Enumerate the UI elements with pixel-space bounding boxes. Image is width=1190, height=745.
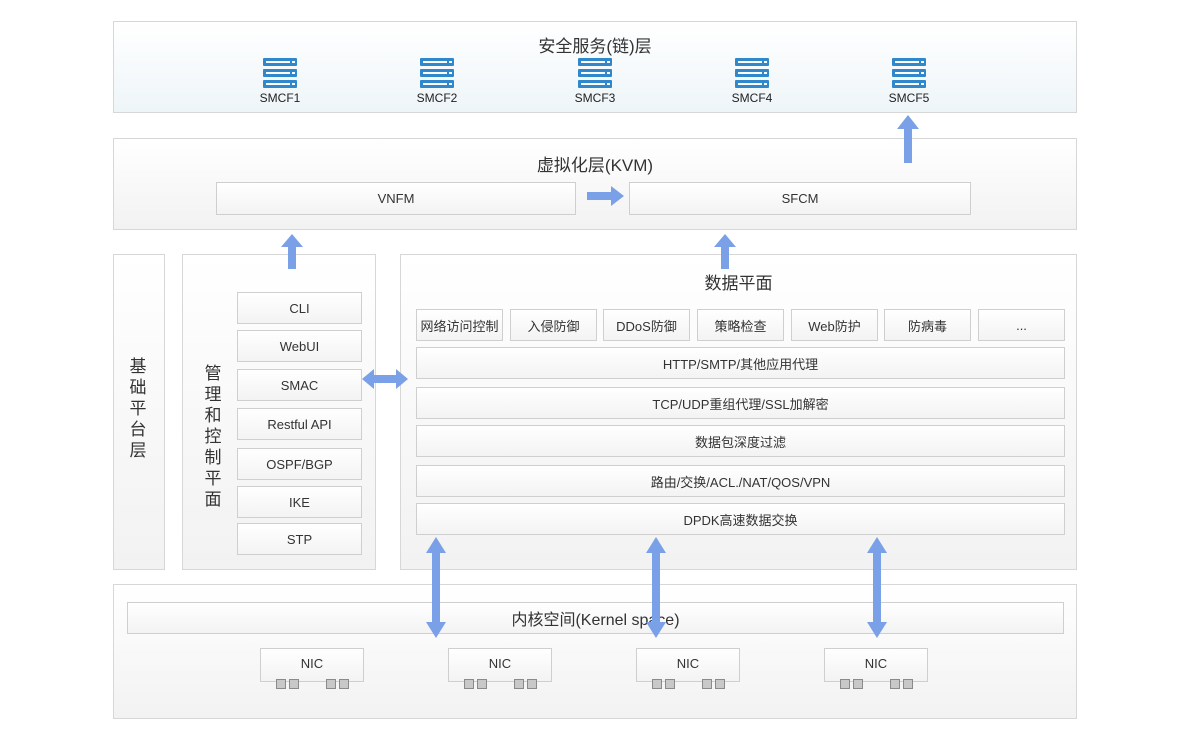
- nic-port: [514, 679, 524, 689]
- nic-port: [890, 679, 900, 689]
- security-service-layer: 安全服务(链)层: [113, 21, 1077, 113]
- server-icon: [578, 58, 612, 88]
- nic-3[interactable]: NIC: [636, 648, 740, 689]
- nic-label: NIC: [676, 656, 700, 671]
- mgmt-item-cli[interactable]: CLI: [237, 292, 362, 324]
- server-smcf4[interactable]: SMCF4: [707, 57, 797, 105]
- vertical-title-char: 理: [204, 385, 222, 404]
- nic-port: [464, 679, 474, 689]
- module-network-access-control[interactable]: 网络访问控制: [416, 309, 503, 341]
- server-label: SMCF5: [888, 91, 930, 105]
- vertical-title-char: 台: [129, 420, 147, 439]
- server-icon: [892, 58, 926, 88]
- nic-port: [477, 679, 487, 689]
- row-app-proxy[interactable]: HTTP/SMTP/其他应用代理: [416, 347, 1065, 379]
- mgmt-item-smac[interactable]: SMAC: [237, 369, 362, 401]
- nic-1[interactable]: NIC: [260, 648, 364, 689]
- module-ddos-defense[interactable]: DDoS防御: [603, 309, 690, 341]
- nic-label: NIC: [864, 656, 888, 671]
- nic-port: [527, 679, 537, 689]
- server-icon: [735, 58, 769, 88]
- vertical-title-char: 平: [204, 469, 222, 488]
- nic-port: [326, 679, 336, 689]
- security-layer-title: 安全服务(链)层: [538, 37, 652, 56]
- nic-port: [652, 679, 662, 689]
- nic-port: [289, 679, 299, 689]
- mgmt-item-restful-api[interactable]: Restful API: [237, 408, 362, 440]
- nic-port: [853, 679, 863, 689]
- mgmt-item-webui[interactable]: WebUI: [237, 330, 362, 362]
- vertical-title-char: 平: [129, 399, 147, 418]
- server-smcf2[interactable]: SMCF2: [392, 57, 482, 105]
- nic-port: [840, 679, 850, 689]
- vertical-title-char: 基: [129, 357, 147, 376]
- mgmt-item-ike[interactable]: IKE: [237, 486, 362, 518]
- module-more[interactable]: ...: [978, 309, 1065, 341]
- base-platform-title: 基础平台层: [129, 356, 147, 461]
- nic-port: [665, 679, 675, 689]
- nic-2[interactable]: NIC: [448, 648, 552, 689]
- nic-port: [339, 679, 349, 689]
- vertical-title-char: 础: [129, 378, 147, 397]
- row-deep-packet-filter[interactable]: 数据包深度过滤: [416, 425, 1065, 457]
- module-web-protection[interactable]: Web防护: [791, 309, 878, 341]
- vnfm-box[interactable]: VNFM: [216, 182, 576, 215]
- server-smcf3[interactable]: SMCF3: [550, 57, 640, 105]
- nic-port: [276, 679, 286, 689]
- server-label: SMCF4: [731, 91, 773, 105]
- server-label: SMCF1: [259, 91, 301, 105]
- module-antivirus[interactable]: 防病毒: [884, 309, 971, 341]
- server-label: SMCF3: [574, 91, 616, 105]
- row-dpdk[interactable]: DPDK高速数据交换: [416, 503, 1065, 535]
- mgmt-item-stp[interactable]: STP: [237, 523, 362, 555]
- row-routing-switching[interactable]: 路由/交换/ACL./NAT/QOS/VPN: [416, 465, 1065, 497]
- vertical-title-char: 控: [204, 427, 222, 446]
- data-plane-title: 数据平面: [704, 274, 773, 293]
- server-label: SMCF2: [416, 91, 458, 105]
- server-smcf1[interactable]: SMCF1: [235, 57, 325, 105]
- nic-label: NIC: [488, 656, 512, 671]
- nic-port: [715, 679, 725, 689]
- nic-port: [702, 679, 712, 689]
- sfcm-box[interactable]: SFCM: [629, 182, 971, 215]
- module-policy-check[interactable]: 策略检查: [697, 309, 784, 341]
- nic-port: [903, 679, 913, 689]
- server-smcf5[interactable]: SMCF5: [864, 57, 954, 105]
- nic-4[interactable]: NIC: [824, 648, 928, 689]
- management-plane-title: 管理和控制平面: [204, 363, 222, 510]
- vertical-title-char: 制: [204, 448, 222, 467]
- vertical-title-char: 面: [204, 490, 222, 509]
- row-tcp-udp-proxy[interactable]: TCP/UDP重组代理/SSL加解密: [416, 387, 1065, 419]
- kernel-space-bar: 内核空间(Kernel space): [127, 602, 1064, 634]
- vertical-title-char: 管: [204, 364, 222, 383]
- server-icon: [263, 58, 297, 88]
- base-platform-layer: [113, 254, 165, 570]
- nic-label: NIC: [300, 656, 324, 671]
- virtualization-layer-title: 虚拟化层(KVM): [536, 156, 654, 175]
- module-intrusion-prevention[interactable]: 入侵防御: [510, 309, 597, 341]
- vertical-title-char: 和: [204, 406, 222, 425]
- mgmt-item-ospf-bgp[interactable]: OSPF/BGP: [237, 448, 362, 480]
- server-icon: [420, 58, 454, 88]
- vertical-title-char: 层: [129, 441, 147, 460]
